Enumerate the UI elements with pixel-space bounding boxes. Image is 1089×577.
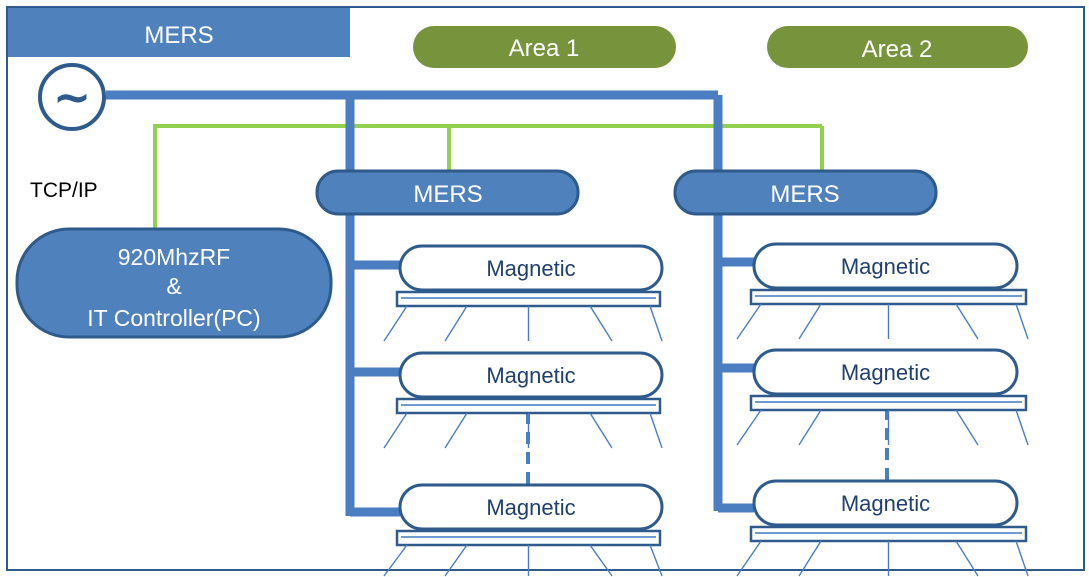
magnetic-unit-label: Magnetic (486, 363, 575, 388)
magnetic-unit-box (398, 244, 664, 292)
magnetic-unit: Magnetic (383, 483, 664, 577)
light-ray (736, 303, 762, 340)
magnetic-unit: Magnetic (736, 348, 1029, 446)
light-ray (1015, 540, 1029, 577)
power-bus (106, 90, 754, 517)
area-1-mers-label: MERS (413, 181, 482, 208)
light-ray (444, 544, 468, 577)
magnetic-unit-label: Magnetic (841, 491, 930, 516)
magnetic-unit-label: Magnetic (841, 254, 930, 279)
area-2-pill (767, 26, 1028, 68)
light-ray (589, 412, 613, 449)
light-ray (649, 412, 663, 449)
it-controller-box (15, 227, 333, 339)
light-ray (383, 544, 408, 577)
protocol-label: TCP/IP (30, 179, 98, 202)
area-2-label: Area 2 (862, 36, 933, 63)
magnetic-unit-box (398, 351, 664, 399)
magnetic-unit: Magnetic (736, 479, 1029, 577)
magnetic-unit-box (752, 479, 1019, 527)
light-ray (649, 544, 663, 577)
area-2-mers-label: MERS (770, 181, 839, 208)
light-ray (736, 540, 762, 577)
magnetic-units: MagneticMagneticMagneticMagneticMagnetic… (383, 242, 1029, 577)
area-1-pill (413, 26, 676, 68)
magnetic-unit-label: Magnetic (486, 495, 575, 520)
light-ray (589, 305, 613, 342)
light-ray (1015, 303, 1029, 340)
header-box (8, 8, 350, 57)
magnetic-unit: Magnetic (383, 244, 664, 342)
light-ray (798, 540, 822, 577)
light-ray (383, 412, 408, 449)
magnetic-unit-label: Magnetic (486, 256, 575, 281)
light-ray (955, 540, 979, 577)
magnetic-unit-box (752, 348, 1019, 396)
controller-line-2: & (166, 273, 181, 299)
light-ray (589, 544, 613, 577)
header-title: MERS (144, 22, 213, 49)
light-ray (955, 303, 979, 340)
controller-line-3: IT Controller(PC) (87, 305, 260, 331)
area-1-mers-box (315, 169, 580, 216)
light-ray (444, 305, 468, 342)
magnetic-unit: Magnetic (383, 351, 664, 449)
ac-source-icon (38, 63, 106, 131)
light-ray (736, 409, 762, 446)
magnetic-unit-label: Magnetic (841, 360, 930, 385)
light-ray (955, 409, 979, 446)
area-2-mers-box (673, 169, 938, 216)
magnetic-unit-box (752, 242, 1019, 290)
light-ray (798, 409, 822, 446)
magnetic-unit: Magnetic (736, 242, 1029, 340)
light-ray (649, 305, 663, 342)
ac-source-symbol: ~ (53, 70, 92, 124)
controller-line-1: 920MhzRF (118, 244, 230, 270)
magnetic-unit-box (398, 483, 664, 531)
light-ray (798, 303, 822, 340)
light-ray (1015, 409, 1029, 446)
light-ray (444, 412, 468, 449)
light-ray (383, 305, 408, 342)
tcp-ip-network-line (153, 124, 824, 234)
area-1-label: Area 1 (509, 35, 580, 62)
